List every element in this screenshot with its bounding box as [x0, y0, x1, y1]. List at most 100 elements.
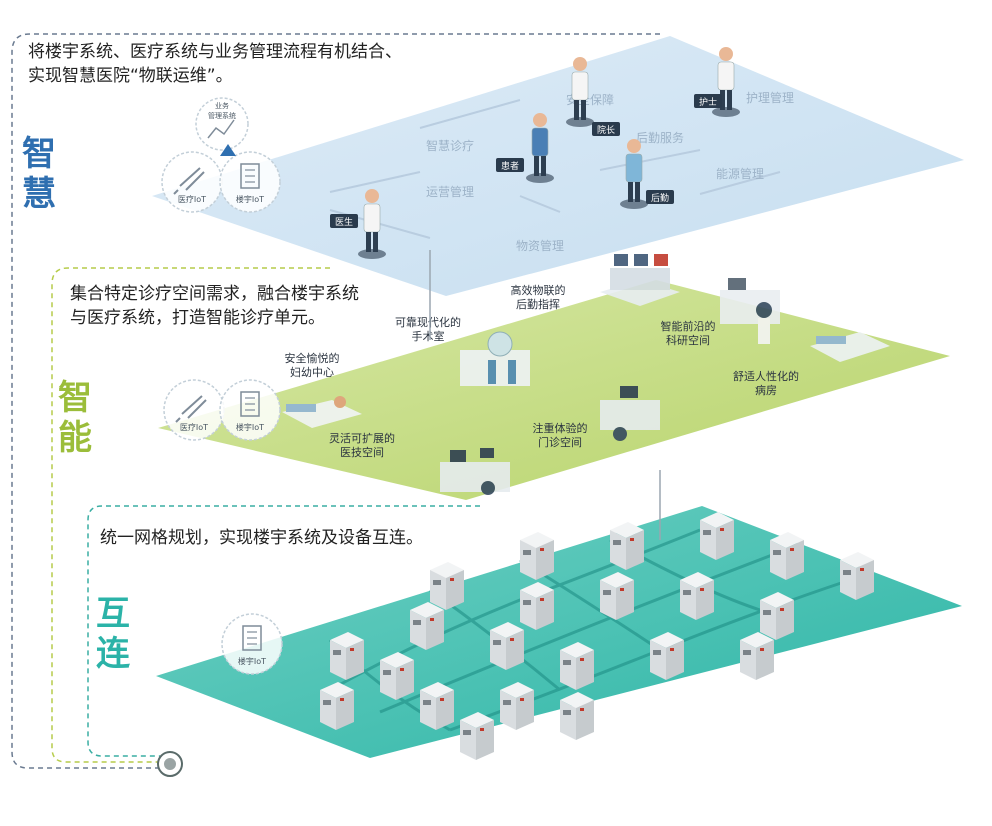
flow-label-2: 运营管理 — [426, 184, 474, 199]
management-badge-line-2: 管理系统 — [208, 111, 236, 120]
server-cabinet — [770, 532, 804, 580]
side-label-connected-char-2: 连 — [96, 634, 130, 674]
role-label: 后勤 — [651, 192, 669, 204]
server-cabinet — [560, 692, 594, 740]
building-icon — [242, 625, 262, 651]
server-cabinet — [840, 552, 874, 600]
server-cabinet — [320, 682, 354, 730]
space-label-line-1: 智能前沿的 — [661, 319, 716, 333]
iot-badge-label: 医疗IoT — [180, 422, 208, 432]
space-label-line-1: 灵活可扩展的 — [329, 431, 395, 445]
flow-label-6: 能源管理 — [716, 166, 764, 181]
smart-plane — [152, 36, 964, 296]
space-label-line-1: 高效物联的 — [511, 283, 566, 297]
server-cabinet — [740, 632, 774, 680]
iot-badge-intelligent-2: 楼宇IoT — [219, 379, 281, 441]
side-label-intelligent: 智 能 — [58, 378, 92, 458]
server-cabinet — [560, 642, 594, 690]
caption-connected: 统一网格规划，实现楼宇系统及设备互连。 — [100, 526, 423, 550]
server-cabinet — [330, 632, 364, 680]
flow-label-7: 物资管理 — [516, 238, 564, 253]
caption-smart: 将楼宇系统、医疗系统与业务管理流程有机结合、 实现智慧医院“物联运维”。 — [28, 40, 402, 88]
space-label-line-2: 妇幼中心 — [290, 366, 334, 379]
triangle-marker-icon — [220, 144, 236, 156]
caption-smart-line-1: 将楼宇系统、医疗系统与业务管理流程有机结合、 — [28, 42, 402, 62]
role-figure-3: 院长 — [566, 57, 620, 136]
space-label-line-2: 手术室 — [412, 329, 445, 343]
flow-labels: 智慧诊疗运营管理安全保障护理管理后勤服务能源管理物资管理 — [426, 90, 794, 253]
flow-label-5: 后勤服务 — [636, 130, 684, 145]
server-cabinet — [380, 652, 414, 700]
server-cabinet — [650, 632, 684, 680]
connected-plane — [156, 506, 962, 758]
server-cabinet — [520, 582, 554, 630]
side-label-smart-char-2: 慧 — [22, 174, 56, 214]
flow-label-4: 护理管理 — [746, 90, 794, 105]
role-figure-2: 患者 — [496, 113, 554, 183]
management-badge-line-1: 业务 — [215, 101, 229, 110]
caption-smart-line-2: 实现智慧医院“物联运维”。 — [28, 66, 233, 86]
role-label: 患者 — [501, 160, 519, 172]
iot-badge-label: 楼宇IoT — [238, 656, 266, 666]
server-cabinet — [490, 622, 524, 670]
syringe-icon — [175, 395, 207, 423]
iot-badge-smart-1: 医疗IoT — [161, 151, 223, 213]
role-label: 医生 — [335, 216, 353, 228]
role-label: 院长 — [597, 124, 615, 136]
equipment-cabinets — [320, 512, 874, 760]
guide-line-intelligent — [51, 267, 330, 763]
server-cabinet — [430, 562, 464, 610]
space-label-line-2: 病房 — [755, 383, 777, 397]
space-label-line-1: 舒适人性化的 — [733, 369, 799, 383]
role-figure-1: 医生 — [330, 189, 386, 259]
server-cabinet — [600, 572, 634, 620]
server-cabinet — [500, 682, 534, 730]
syringe-icon — [173, 167, 205, 195]
clinical-rooms — [282, 254, 890, 495]
space-label-line-2: 医技空间 — [340, 445, 384, 459]
side-label-intelligent-char-2: 能 — [58, 418, 92, 458]
guide-line-smart — [11, 33, 660, 769]
server-cabinet — [700, 512, 734, 560]
space-label-line-2: 后勤指挥 — [516, 297, 560, 311]
space-label-line-2: 门诊空间 — [538, 435, 582, 449]
role-label: 护士 — [699, 96, 717, 108]
iot-badge-intelligent-1: 医疗IoT — [163, 379, 225, 441]
caption-intelligent: 集合特定诊疗空间需求，融合楼宇系统 与医疗系统，打造智能诊疗单元。 — [70, 282, 359, 330]
server-cabinet — [410, 602, 444, 650]
layer-connectors — [429, 250, 661, 540]
role-figure-4: 护士 — [694, 47, 740, 117]
iot-badge-label: 楼宇IoT — [236, 422, 264, 432]
side-label-connected: 互 连 — [96, 594, 130, 674]
iot-badge-label: 医疗IoT — [178, 194, 206, 204]
caption-intelligent-line-2: 与医疗系统，打造智能诊疗单元。 — [70, 308, 325, 328]
side-label-intelligent-char-1: 智 — [58, 378, 92, 418]
space-label-line-2: 科研空间 — [666, 333, 710, 347]
iot-badge-connected-1: 楼宇IoT — [221, 613, 283, 675]
iot-badge-label: 楼宇IoT — [236, 194, 264, 204]
server-cabinet — [680, 572, 714, 620]
caption-connected-line-1: 统一网格规划，实现楼宇系统及设备互连。 — [100, 528, 423, 548]
server-cabinet — [760, 592, 794, 640]
guide-end-node — [157, 751, 183, 777]
caption-intelligent-line-1: 集合特定诊疗空间需求，融合楼宇系统 — [70, 284, 359, 304]
flow-label-1: 智慧诊疗 — [426, 138, 474, 153]
role-figure-5: 后勤 — [620, 139, 674, 209]
building-icon — [240, 391, 260, 417]
server-cabinet — [460, 712, 494, 760]
iot-badge-smart-2: 楼宇IoT — [219, 151, 281, 213]
server-cabinet — [420, 682, 454, 730]
guide-line-connected — [87, 505, 480, 757]
building-icon — [240, 163, 260, 189]
space-label-line-1: 注重体验的 — [533, 421, 588, 435]
